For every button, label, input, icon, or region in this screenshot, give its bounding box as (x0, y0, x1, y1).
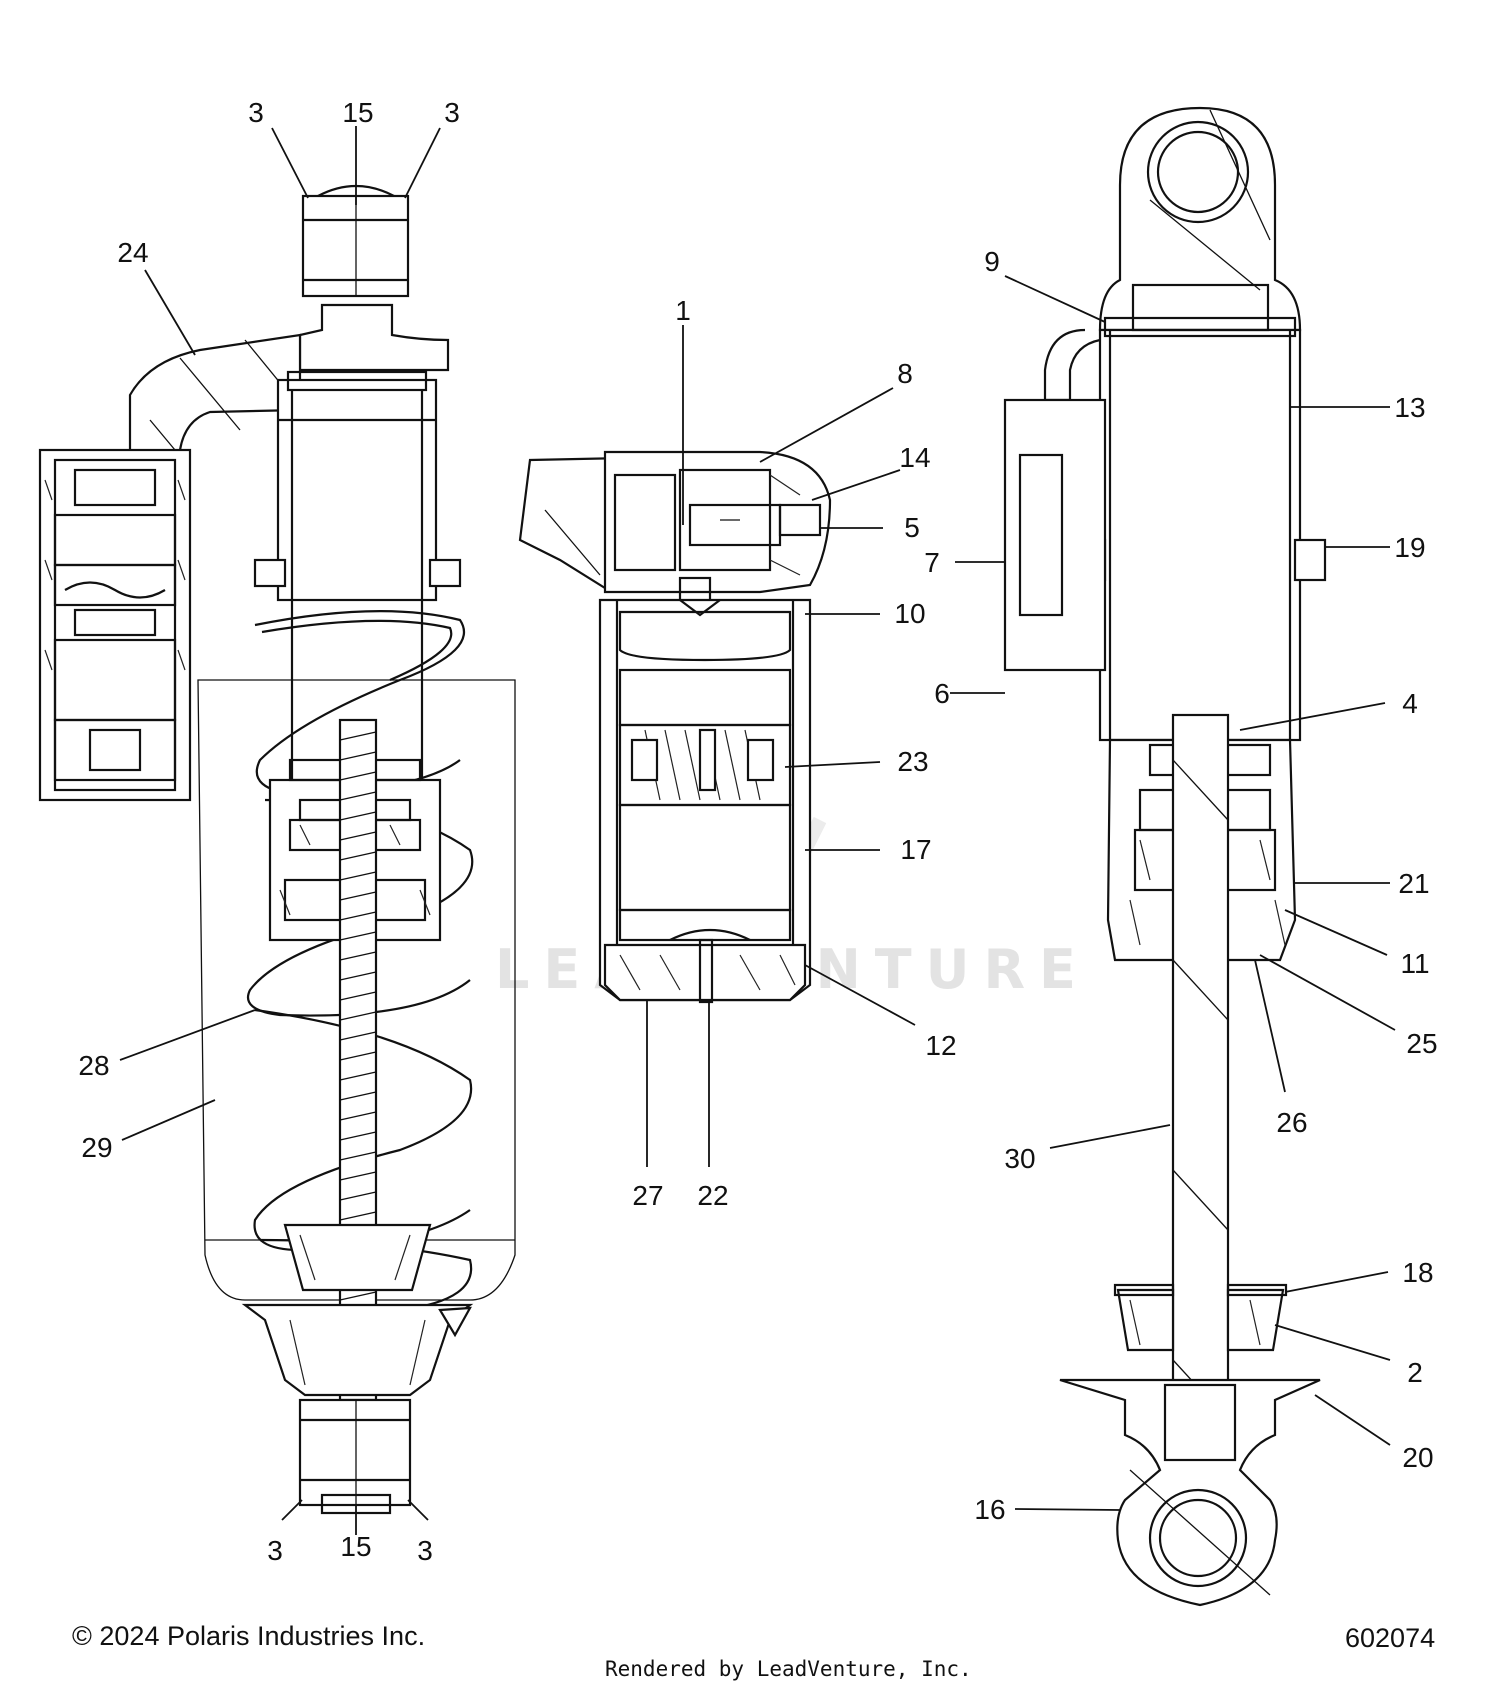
footer: © 2024 Polaris Industries Inc. 602074 Re… (72, 1621, 1435, 1681)
callout-13: 13 (1394, 392, 1425, 423)
callout-10: 10 (894, 598, 925, 629)
callout-29: 29 (81, 1132, 112, 1163)
callout-19: 19 (1394, 532, 1425, 563)
callout-28: 28 (78, 1050, 109, 1081)
right-shock-assembly (1003, 106, 1327, 1607)
callout-4: 4 (1402, 688, 1418, 719)
callout-9: 9 (984, 246, 1000, 277)
callout-3-bottom-right: 3 (417, 1535, 433, 1566)
callout-27: 27 (632, 1180, 663, 1211)
callout-24: 24 (117, 237, 148, 268)
copyright-text: © 2024 Polaris Industries Inc. (72, 1621, 425, 1651)
callout-22: 22 (697, 1180, 728, 1211)
callout-15-bottom: 15 (340, 1531, 371, 1562)
callout-3-top-right: 3 (444, 97, 460, 128)
callout-25: 25 (1406, 1028, 1437, 1059)
left-shock-assembly (38, 184, 516, 1515)
callout-5: 5 (904, 512, 920, 543)
callout-21: 21 (1398, 868, 1429, 899)
callout-18: 18 (1402, 1257, 1433, 1288)
rendered-by-text: Rendered by LeadVenture, Inc. (605, 1657, 972, 1681)
callout-6: 6 (934, 678, 950, 709)
callout-1: 1 (675, 295, 691, 326)
leader-lines (119, 126, 1396, 1535)
center-reservoir-assembly (518, 450, 832, 1004)
callout-26: 26 (1276, 1107, 1307, 1138)
callout-15-top: 15 (342, 97, 373, 128)
diagram-number: 602074 (1345, 1623, 1435, 1653)
callout-12: 12 (925, 1030, 956, 1061)
callout-8: 8 (897, 358, 913, 389)
callout-3-top-left: 3 (248, 97, 264, 128)
callout-17: 17 (900, 834, 931, 865)
callout-16: 16 (974, 1494, 1005, 1525)
callout-30: 30 (1004, 1143, 1035, 1174)
callout-14: 14 (899, 442, 930, 473)
callout-23: 23 (897, 746, 928, 777)
callout-3-bottom-left: 3 (267, 1535, 283, 1566)
callout-11: 11 (1400, 948, 1429, 979)
callout-2: 2 (1407, 1357, 1423, 1388)
callouts: 3 15 3 24 28 29 3 15 3 1 8 14 5 10 23 17… (78, 97, 1437, 1566)
callout-20: 20 (1402, 1442, 1433, 1473)
callout-7: 7 (924, 547, 940, 578)
